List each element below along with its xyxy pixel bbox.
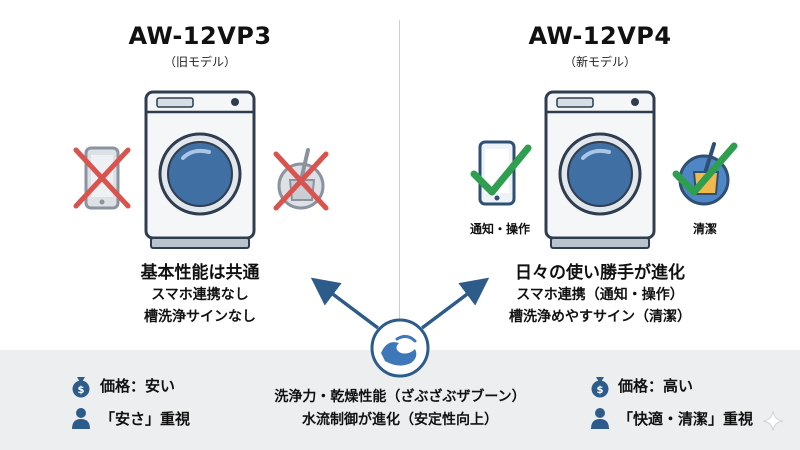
left-person-icon [72,408,90,429]
center-line-2: 水流制御が進化（安定性向上） [302,412,498,428]
right-summary-title: 日々の使い勝手が進化 [515,263,685,283]
right-model-subtitle: （新モデル） [563,55,636,69]
left-focus-text: 「安さ」重視 [100,410,191,428]
center-line-1: 洗浄力・乾燥性能（ざぶざぶザブーン） [274,389,526,405]
right-summary-line-2: 槽洗浄めやすサイン（清潔） [509,309,691,325]
right-summary-line-1: スマホ連携（通知・操作） [516,287,684,303]
broom-icon [678,142,730,206]
right-feature-label-phone: 通知・操作 [469,222,530,236]
right-person-icon [591,408,609,429]
right-model-title: AW-12VP4 [528,22,672,50]
cross-mark-icon [73,147,131,209]
left-summary-line-1: スマホ連携なし [151,287,249,303]
left-arrow-icon [310,277,380,330]
cross-mark-icon [273,151,329,211]
left-summary-title: 基本性能は共通 [140,263,260,283]
left-phone-crossed [73,146,131,210]
left-model-subtitle: （旧モデル） [163,55,236,69]
left-price-text: 価格：安い [100,377,176,395]
check-mark-icon [470,144,532,196]
left-money-bag-icon: $ [72,377,90,398]
right-price-text: 価格：高い [618,377,694,395]
right-broom-checked [672,142,738,206]
right-feature-label-clean: 清潔 [692,222,717,236]
svg-text:$: $ [78,385,85,396]
wave-icon [370,318,430,378]
sparkle-icon [762,410,784,432]
left-model-title: AW-12VP3 [128,22,272,50]
center-arrows [310,277,490,330]
right-arrow-icon [420,277,490,330]
left-summary-line-2: 槽洗浄サインなし [144,309,256,325]
center-divider [399,20,400,342]
right-washer-icon [544,90,656,249]
svg-text:$: $ [597,385,604,396]
right-money-bag-icon: $ [591,377,609,398]
check-mark-icon [672,142,738,196]
right-focus-text: 「快適・清潔」重視 [618,410,754,428]
left-broom-crossed [273,148,329,211]
left-washer-icon [144,90,256,249]
right-phone-checked [470,140,532,206]
